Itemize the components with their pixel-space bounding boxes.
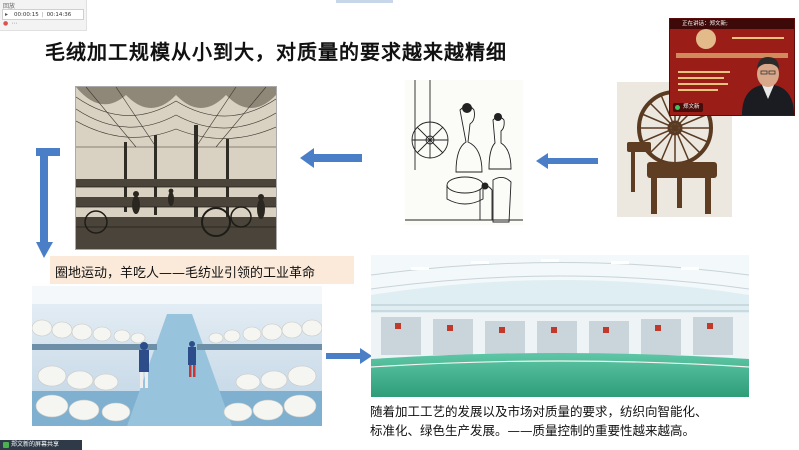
arrow-down-icon [36, 148, 60, 258]
play-icon[interactable]: ▸ [5, 10, 9, 18]
participant-name: 郑文新 [683, 104, 700, 110]
caption-top-text: 圈地运动，羊吃人——毛纺业引领的工业革命 [55, 266, 316, 281]
caption-industrial-revolution: 圈地运动，羊吃人——毛纺业引领的工业革命 [50, 256, 354, 284]
screen-share-label: 郑文新的屏幕共享 [11, 441, 60, 448]
screen-share-icon [3, 442, 9, 448]
player-timeline[interactable]: ▸ 00:00:15 | 00:14:36 [2, 9, 84, 20]
participant-name-tag: 郑文新 [673, 103, 703, 112]
microphone-icon [675, 105, 680, 110]
player-toolbar: 回放 ▸ 00:00:15 | 00:14:36 ● ⋯ [0, 0, 87, 31]
slide-title: 毛绒加工规模从小到大，对质量的要求越来越精细 [45, 40, 507, 64]
top-indicator [336, 0, 393, 3]
player-controls: ● ⋯ [3, 21, 17, 27]
spinning-sketch-image [405, 80, 523, 225]
modern-mill-panorama-photo [371, 255, 749, 397]
speaking-indicator: 正在讲话：郑文新; [670, 19, 794, 29]
time-separator: | [41, 11, 44, 18]
factory-engraving-image [75, 86, 277, 250]
current-time: 00:00:15 [14, 11, 39, 18]
record-icon[interactable]: ● [3, 20, 9, 27]
caption-modern-development: 随着加工工艺的发展以及市场对质量的要求，纺织向智能化、 标准化、绿色生产发展。—… [370, 402, 760, 440]
arrow-left-icon [300, 148, 362, 168]
modern-spinning-room-photo [32, 286, 322, 426]
arrow-right-icon [326, 348, 372, 364]
more-icon[interactable]: ⋯ [11, 20, 18, 27]
screen-share-status[interactable]: 郑文新的屏幕共享 [0, 440, 82, 450]
speaker-webcam[interactable]: 正在讲话：郑文新; 郑文新 [669, 18, 795, 116]
caption-bottom-line-2: 标准化、绿色生产发展。——质量控制的重要性越来越高。 [370, 423, 696, 438]
player-title: 回放 [3, 3, 16, 10]
total-time: 00:14:36 [46, 11, 72, 18]
arrow-left-icon [536, 153, 598, 169]
caption-bottom-line-1: 随着加工工艺的发展以及市场对质量的要求，纺织向智能化、 [370, 404, 708, 419]
